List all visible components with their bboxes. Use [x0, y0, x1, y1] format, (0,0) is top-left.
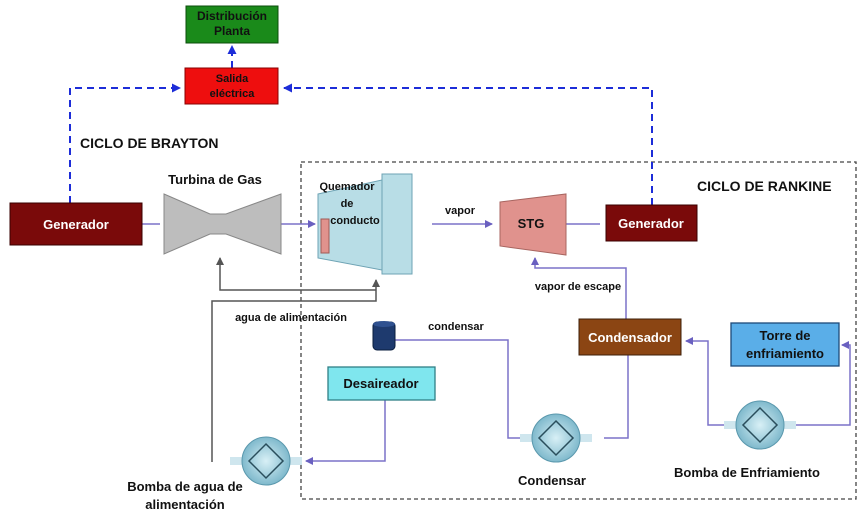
agua-alimentacion-label: agua de alimentación: [235, 312, 347, 324]
flow-cool-return: [685, 337, 734, 426]
rankine-title: CICLO DE RANKINE: [697, 178, 832, 194]
condensar-flow-label: condensar: [428, 321, 484, 333]
flow-cond-down: [604, 355, 629, 439]
electric-line-right: [283, 83, 653, 205]
vapor-escape-label: vapor de escape: [535, 281, 621, 293]
feed-lines: [211, 257, 380, 462]
generador-right-box: [605, 204, 698, 242]
electric-lines: [69, 45, 653, 205]
desaireador-label: Desaireador: [343, 376, 418, 391]
turbina-gas-shape: [163, 193, 282, 255]
generador-right-label: Generador: [618, 216, 684, 231]
bomba-enfriamiento-label: Bomba de Enfriamiento: [674, 465, 820, 480]
flow-desa-down: [305, 400, 386, 465]
condensador-box: [578, 318, 682, 356]
generador-left-box: [9, 202, 143, 246]
stg-shape: [499, 193, 567, 256]
flow-cool-supply: [790, 341, 851, 426]
salida-box: [184, 67, 279, 105]
rankine-region: [300, 161, 857, 500]
condensar-pump-icon: [520, 413, 592, 463]
tank-icon: [372, 321, 396, 351]
condensador-label: Condensador: [588, 330, 672, 345]
bomba-agua-pump-icon: [230, 436, 302, 486]
brayton-title: CICLO DE BRAYTON: [80, 135, 218, 151]
bomba-enfriamiento-pump-icon: [724, 400, 796, 450]
generador-left-label: Generador: [43, 217, 109, 232]
electric-line-left: [69, 83, 181, 203]
torre-box: [730, 322, 840, 367]
turbina-gas-label: Turbina de Gas: [168, 172, 262, 187]
condensar-pump-label: Condensar: [518, 473, 586, 488]
stg-label: STG: [518, 216, 545, 231]
burner-element: [320, 218, 330, 254]
desaireador-box: [327, 366, 436, 401]
flow-escape: [531, 257, 627, 330]
feed-turbine-line: [216, 257, 376, 291]
quemador-stack: [381, 173, 413, 275]
vapor-label: vapor: [445, 205, 476, 217]
distribucion-box: [185, 5, 279, 44]
